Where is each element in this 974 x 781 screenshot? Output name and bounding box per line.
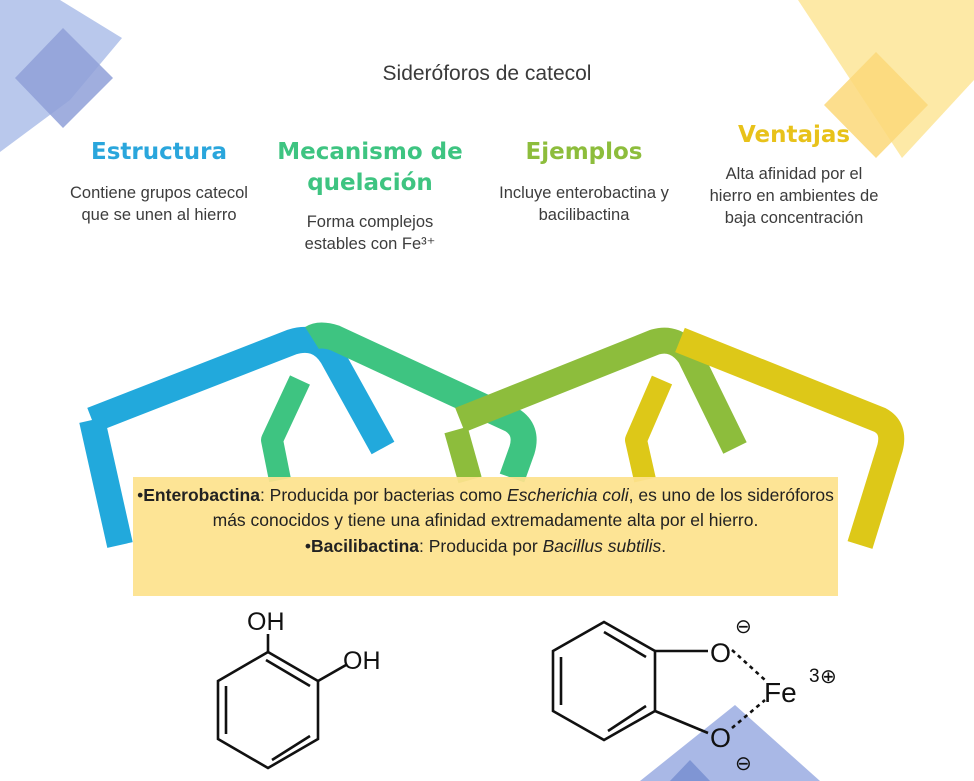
card-estructura: Estructura Contiene grupos catecol que s… [68,137,250,226]
card-heading: Ejemplos [525,139,643,165]
deco-diamond-blue-bottom-small [670,760,710,781]
card-ejemplos: Ejemplos Incluye enterobactina y bacilib… [498,137,670,226]
card-body: Alta afinidad por el hierro en ambientes… [709,165,879,227]
card-body: Forma complejos estables con Fe³⁺ [304,213,436,253]
iron-charge-number: 3 [809,666,820,687]
callout-text: , es uno de los sideróforos más conocido… [212,485,834,530]
chain-link-green [305,322,537,483]
bullet: • [304,536,312,556]
chain-link-lime-side [444,426,482,484]
card-ventajas: Ventajas Alta afinidad por el hierro en … [703,120,885,229]
catechol-structure [216,634,347,770]
callout-text: . [661,536,667,556]
term-bacilibactina: Bacilibactina [311,536,420,556]
hydroxyl-label-right: OH [343,647,381,675]
hydroxyl-label-top: OH [247,608,285,636]
chain-link-yellow-inner [625,375,673,483]
species-name: Escherichia coli [507,485,629,505]
page-title: Sideróforos de catecol [382,62,592,85]
deco-diamond-blue-small [15,28,113,128]
chain-link-green-inner [261,375,310,483]
oxygen-label-top: O [710,638,731,668]
card-heading: Estructura [91,139,227,165]
charge-minus-top: ⊖ [735,616,752,638]
bullet: • [137,485,144,505]
callout-line-bacilibactina: •Bacilibactina: Producida por Bacillus s… [133,534,838,559]
examples-callout: •Enterobactina: Producida por bacterias … [133,477,838,596]
deco-diamond-blue-bottom [640,705,820,781]
iron-charge-plus: ⊕ [820,666,837,688]
callout-line-enterobactina: •Enterobactina: Producida por bacterias … [133,483,838,532]
charge-minus-bottom: ⊖ [735,753,752,775]
chain-link-yellow [675,327,905,549]
species-name: Bacillus subtilis [542,536,662,556]
card-mecanismo: Mecanismo de quelación Forma complejos e… [275,137,465,255]
deco-diamond-yellow-small [824,52,928,158]
iron-complex-structure [551,620,766,742]
card-heading: Ventajas [737,122,851,148]
card-body: Contiene grupos catecol que se unen al h… [70,184,248,224]
card-body: Incluye enterobactina y bacilibactina [499,184,669,224]
card-heading: Mecanismo de quelación [277,139,463,196]
chain-link-blue-side [79,417,133,548]
callout-text: : Producida por bacterias como [259,485,508,505]
oxygen-label-bottom: O [710,723,731,753]
iron-label: Fe [764,677,797,708]
term-enterobactina: Enterobactina [143,485,260,505]
callout-text: : Producida por [419,536,543,556]
